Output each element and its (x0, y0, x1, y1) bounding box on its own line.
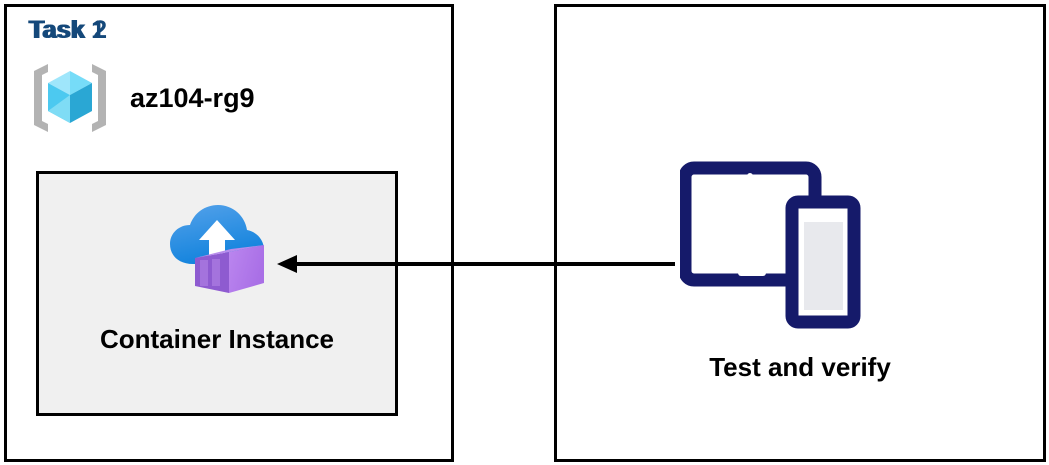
panel-title-task-1: Task 1 (28, 16, 106, 44)
resource-group-row: az104-rg9 (26, 54, 255, 142)
container-instance-label: Container Instance (99, 324, 335, 354)
devices-label: Test and verify (709, 352, 891, 382)
devices-tablet-phone-icon (680, 161, 861, 329)
azure-resource-group-icon (34, 64, 106, 132)
container-instance-box: Container Instance (36, 171, 398, 416)
panel-title-task-2: Task 2 (30, 16, 108, 44)
resource-group-label: az104-rg9 (130, 82, 255, 113)
azure-container-instance-icon (170, 205, 264, 293)
arrow-task2-to-container-instance (277, 255, 675, 273)
